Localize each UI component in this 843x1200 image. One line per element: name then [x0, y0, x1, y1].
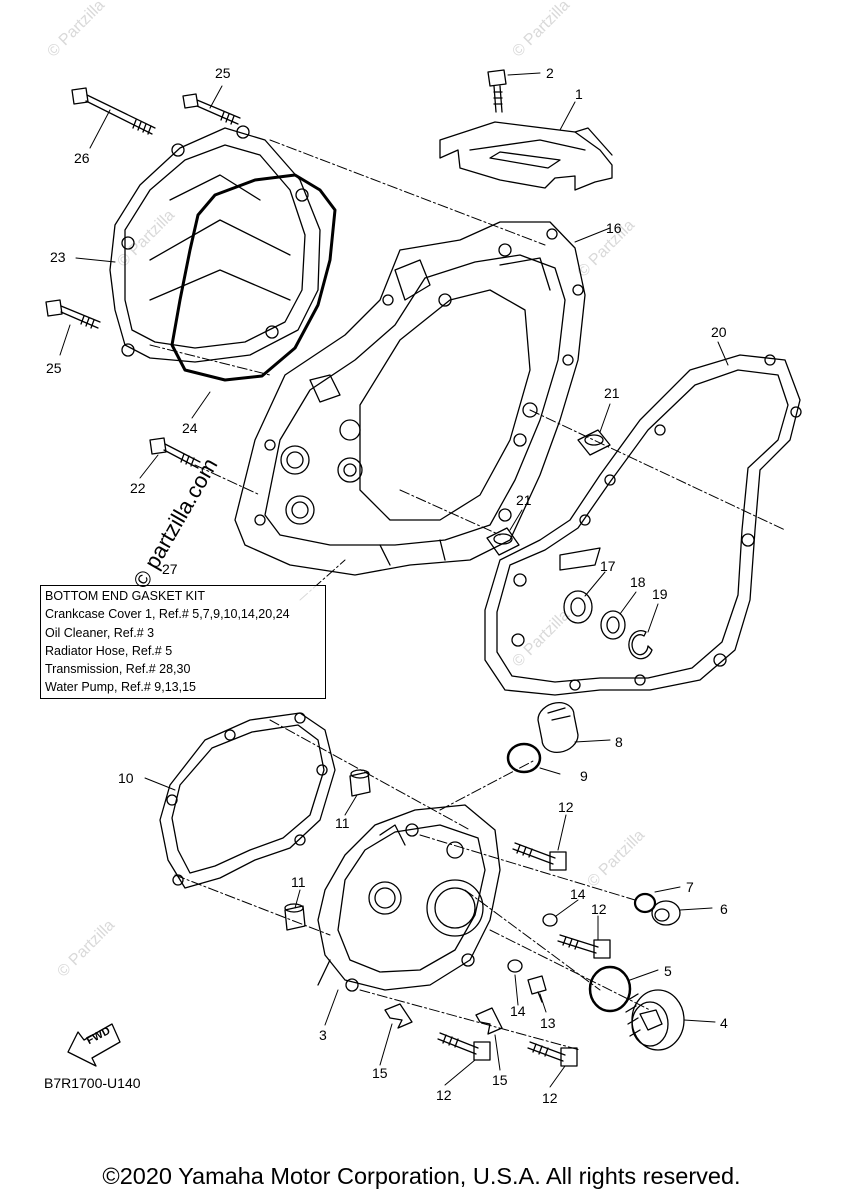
part-21-dowel — [577, 429, 611, 456]
callout-2: 2 — [546, 65, 554, 81]
callout-8: 8 — [615, 734, 623, 750]
callout-10: 10 — [118, 770, 134, 786]
callout-11: 11 — [335, 815, 350, 831]
part-10-gasket — [159, 712, 336, 889]
part-12-bolt — [512, 842, 567, 871]
part-7-o-ring — [633, 892, 657, 914]
callout-27: 27 — [162, 561, 178, 577]
kit-box-line: Oil Cleaner, Ref.# 3 — [45, 625, 155, 640]
kit-box-title: BOTTOM END GASKET KIT — [45, 589, 205, 603]
part-25-bolt — [182, 93, 241, 125]
callout-12: 12 — [542, 1090, 558, 1106]
kit-box-line: Radiator Hose, Ref.# 5 — [45, 643, 173, 658]
part-16-crankcase-cover — [234, 221, 586, 576]
gasket-kit-info-box: BOTTOM END GASKET KIT Crankcase Cover 1,… — [40, 585, 326, 699]
part-9-o-ring — [506, 742, 542, 774]
callout-5: 5 — [664, 963, 672, 979]
callout-18: 18 — [630, 574, 646, 590]
part-20-gasket — [484, 354, 802, 696]
callout-21: 21 — [516, 492, 532, 508]
callout-13: 13 — [540, 1015, 556, 1031]
callout-17: 17 — [600, 558, 616, 574]
callout-25: 25 — [215, 65, 231, 81]
kit-box-line: Transmission, Ref.# 28,30 — [45, 662, 191, 677]
part-11-dowel — [284, 903, 306, 931]
callout-24: 24 — [182, 420, 198, 436]
part-14-washer — [542, 913, 558, 927]
callout-4: 4 — [720, 1015, 728, 1031]
callout-12: 12 — [591, 901, 607, 917]
callout-14: 14 — [570, 886, 586, 902]
callout-16: 16 — [606, 220, 622, 236]
kit-box-line: Water Pump, Ref.# 9,13,15 — [45, 680, 197, 695]
part-12-bolt — [527, 1041, 578, 1067]
part-11-dowel — [349, 769, 371, 797]
callout-15: 15 — [492, 1072, 508, 1088]
part-22-bolt — [149, 437, 201, 469]
callout-25: 25 — [46, 360, 62, 376]
diagram-code: B7R1700-U140 — [44, 1075, 141, 1091]
part-12-bolt — [557, 934, 611, 959]
part-15-clip — [475, 1007, 503, 1035]
callout-7: 7 — [686, 879, 694, 895]
part-13-bolt — [527, 975, 547, 1003]
part-23-cover — [109, 125, 321, 363]
callout-3: 3 — [319, 1027, 327, 1043]
part-12-bolt — [437, 1032, 491, 1061]
callout-23: 23 — [50, 249, 66, 265]
part-21-dowel — [486, 527, 520, 556]
callout-11: 11 — [291, 874, 306, 890]
callout-14: 14 — [510, 1003, 526, 1019]
part-24-gasket — [170, 173, 337, 382]
callout-21: 21 — [604, 385, 620, 401]
callout-12: 12 — [436, 1087, 452, 1103]
callout-6: 6 — [720, 901, 728, 917]
part-19-circlip — [628, 630, 653, 660]
part-17-seal — [563, 590, 593, 624]
part-26-bolt — [71, 87, 156, 135]
callout-19: 19 — [652, 586, 668, 602]
callout-1: 1 — [575, 86, 583, 102]
callout-20: 20 — [711, 324, 727, 340]
callout-9: 9 — [580, 768, 588, 784]
part-6-plug — [651, 900, 681, 926]
part-8-cap — [537, 702, 579, 753]
part-14-washer — [507, 959, 523, 973]
callout-15: 15 — [372, 1065, 388, 1081]
part-3-crankcase-cover — [317, 804, 501, 992]
part-5-o-ring — [588, 965, 632, 1013]
part-1-shield — [439, 121, 613, 191]
part-18-washer — [600, 610, 626, 640]
part-2-bolt — [487, 69, 507, 113]
part-25-bolt — [45, 299, 101, 329]
fwd-arrow-icon — [67, 1023, 121, 1067]
part-15-clip — [384, 1003, 413, 1029]
part-4-plug — [625, 989, 685, 1051]
callout-22: 22 — [130, 480, 146, 496]
callout-12: 12 — [558, 799, 574, 815]
callout-26: 26 — [74, 150, 90, 166]
copyright-notice: ©2020 Yamaha Motor Corporation, U.S.A. A… — [102, 1163, 741, 1189]
kit-box-line: Crankcase Cover 1, Ref.# 5,7,9,10,14,20,… — [45, 607, 290, 622]
